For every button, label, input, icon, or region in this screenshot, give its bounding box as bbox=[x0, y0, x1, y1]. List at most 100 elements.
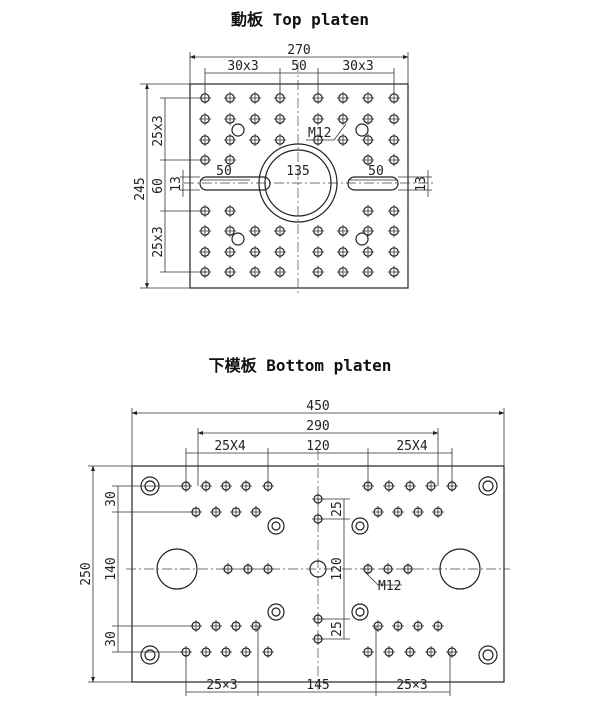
dim-rows-top: 25x3 bbox=[151, 115, 166, 146]
corner-hole-inner bbox=[144, 649, 156, 661]
dim-height: 250 bbox=[79, 562, 94, 585]
hole-crosshair bbox=[412, 620, 424, 632]
hole-crosshair bbox=[223, 265, 237, 279]
hole-crosshair bbox=[361, 133, 375, 147]
hole-crosshair bbox=[361, 204, 375, 218]
hole-crosshair bbox=[361, 245, 375, 259]
dim-slot-width-right: 13 bbox=[414, 176, 429, 192]
corner-hole-inner bbox=[482, 649, 494, 661]
hole-crosshair bbox=[336, 245, 350, 259]
corner-hole bbox=[140, 645, 160, 665]
medium-hole bbox=[267, 517, 285, 535]
top-platen-outline bbox=[189, 83, 409, 289]
hole-crosshair bbox=[382, 563, 394, 575]
medium-hole-inner bbox=[355, 607, 365, 617]
hole-crosshair bbox=[336, 112, 350, 126]
dim-slot-pitch: 60 bbox=[151, 178, 166, 194]
hole-crosshair bbox=[387, 112, 401, 126]
dim-spacing-right: 30x3 bbox=[342, 59, 373, 74]
bottom-medium-holes bbox=[267, 517, 369, 621]
hole-crosshair bbox=[383, 480, 395, 492]
hole-crosshair bbox=[273, 245, 287, 259]
hole-crosshair bbox=[387, 133, 401, 147]
top-platen: 270 30x3 50 30x3 245 25x3 25x3 60 13 13 bbox=[133, 43, 434, 294]
dim-width: 270 bbox=[287, 43, 310, 58]
hole-crosshair bbox=[240, 646, 252, 658]
dim-width: 450 bbox=[306, 399, 329, 414]
hole-crosshair bbox=[387, 204, 401, 218]
top-thread-label: M12 bbox=[308, 126, 331, 141]
hole-crosshair bbox=[200, 646, 212, 658]
dim-right-center: 120 bbox=[330, 557, 345, 580]
hole-crosshair bbox=[361, 112, 375, 126]
dim-side-pitch: 140 bbox=[104, 557, 119, 580]
medium-hole-inner bbox=[271, 521, 281, 531]
m12-leader bbox=[365, 572, 379, 586]
corner-hole bbox=[478, 645, 498, 665]
hole-crosshair bbox=[248, 133, 262, 147]
hole-crosshair bbox=[361, 224, 375, 238]
hole-crosshair bbox=[412, 506, 424, 518]
dim-spacing-left: 30x3 bbox=[227, 59, 258, 74]
top-slot-left bbox=[199, 176, 271, 191]
hole-crosshair bbox=[223, 204, 237, 218]
hole-crosshair bbox=[383, 646, 395, 658]
hole-crosshair bbox=[248, 112, 262, 126]
top-center-bore-inner bbox=[264, 149, 332, 217]
bottom-right-bore bbox=[439, 548, 481, 590]
hole-crosshair bbox=[425, 480, 437, 492]
hole-crosshair bbox=[273, 224, 287, 238]
corner-hole-inner bbox=[482, 480, 494, 492]
hole-crosshair bbox=[242, 563, 254, 575]
bottom-platen-title: 下模板 Bottom platen bbox=[208, 356, 392, 375]
hole-crosshair bbox=[273, 112, 287, 126]
hole-crosshair bbox=[425, 646, 437, 658]
hole-crosshair bbox=[223, 91, 237, 105]
hole-crosshair bbox=[198, 133, 212, 147]
medium-hole bbox=[351, 603, 369, 621]
hole-crosshair bbox=[387, 265, 401, 279]
m12-hole bbox=[231, 123, 245, 137]
hole-crosshair bbox=[223, 245, 237, 259]
bottom-corner-holes bbox=[140, 476, 498, 665]
hole-crosshair bbox=[336, 265, 350, 279]
hole-crosshair bbox=[311, 224, 325, 238]
hole-crosshair bbox=[230, 620, 242, 632]
medium-hole bbox=[351, 517, 369, 535]
hole-crosshair bbox=[222, 563, 234, 575]
top-platen-title: 動板 Top platen bbox=[231, 10, 369, 29]
hole-crosshair bbox=[404, 480, 416, 492]
dim-bottom-right: 25×3 bbox=[396, 678, 427, 693]
top-slot-right bbox=[347, 176, 399, 191]
dim-rows-bottom: 30 bbox=[104, 631, 119, 647]
dim-slot-len-right: 50 bbox=[368, 164, 384, 179]
dim-inner: 290 bbox=[306, 419, 329, 434]
hole-crosshair bbox=[387, 224, 401, 238]
dim-slot-width-left: 13 bbox=[169, 176, 184, 192]
bottom-platen: 450 290 25X4 120 25X4 250 30 140 30 25 1 bbox=[79, 399, 510, 696]
hole-crosshair bbox=[432, 620, 444, 632]
hole-crosshair bbox=[361, 153, 375, 167]
dim-spacing-right: 25X4 bbox=[396, 439, 427, 454]
top-hole-pattern bbox=[198, 91, 401, 279]
bottom-center-hole bbox=[309, 560, 327, 578]
hole-crosshair bbox=[223, 133, 237, 147]
dim-spacing-left: 25X4 bbox=[214, 439, 245, 454]
dim-right-bottom: 25 bbox=[330, 621, 345, 637]
hole-crosshair bbox=[230, 506, 242, 518]
m12-hole bbox=[355, 123, 369, 137]
hole-crosshair bbox=[336, 91, 350, 105]
m12-hole bbox=[231, 232, 245, 246]
m12-leader bbox=[333, 123, 347, 141]
hole-crosshair bbox=[311, 245, 325, 259]
dim-bottom-center: 145 bbox=[306, 678, 329, 693]
hole-crosshair bbox=[200, 480, 212, 492]
hole-crosshair bbox=[210, 620, 222, 632]
hole-crosshair bbox=[336, 133, 350, 147]
dim-right-top: 25 bbox=[330, 501, 345, 517]
hole-crosshair bbox=[248, 91, 262, 105]
hole-crosshair bbox=[404, 646, 416, 658]
hole-crosshair bbox=[311, 265, 325, 279]
dim-center-bore: 135 bbox=[286, 164, 309, 179]
